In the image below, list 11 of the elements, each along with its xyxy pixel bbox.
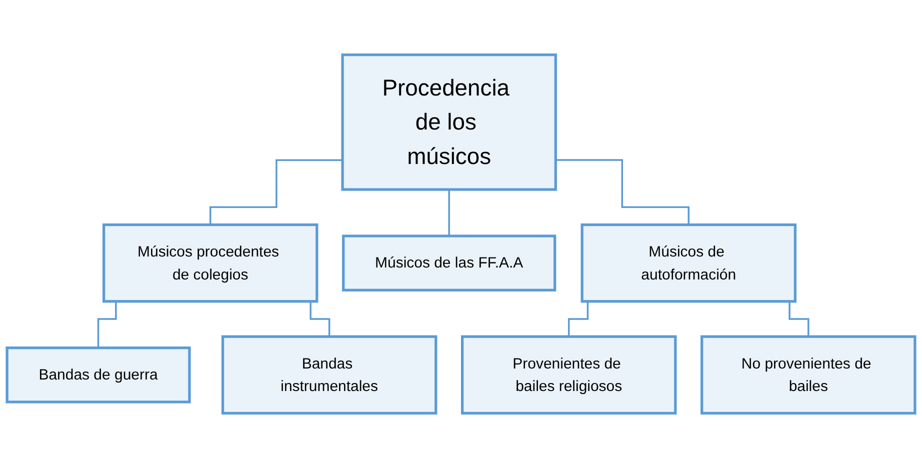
node-box: Bandas instrumentales: [221, 335, 438, 415]
node-box: Músicos de las FF.A.A: [342, 234, 556, 292]
node-box: Músicos procedentes de colegios: [102, 223, 318, 303]
connector: [556, 159, 690, 226]
node-box: Procedencia de los músicos: [341, 53, 557, 191]
node-box: No provenientes de bailes: [700, 335, 916, 415]
node-box: Músicos de autoformación: [580, 223, 796, 303]
connector: [448, 188, 450, 237]
node-box: Bandas de guerra: [6, 346, 191, 404]
node-box: Provenientes de bailes religiosos: [460, 335, 677, 415]
connector: [209, 159, 343, 226]
